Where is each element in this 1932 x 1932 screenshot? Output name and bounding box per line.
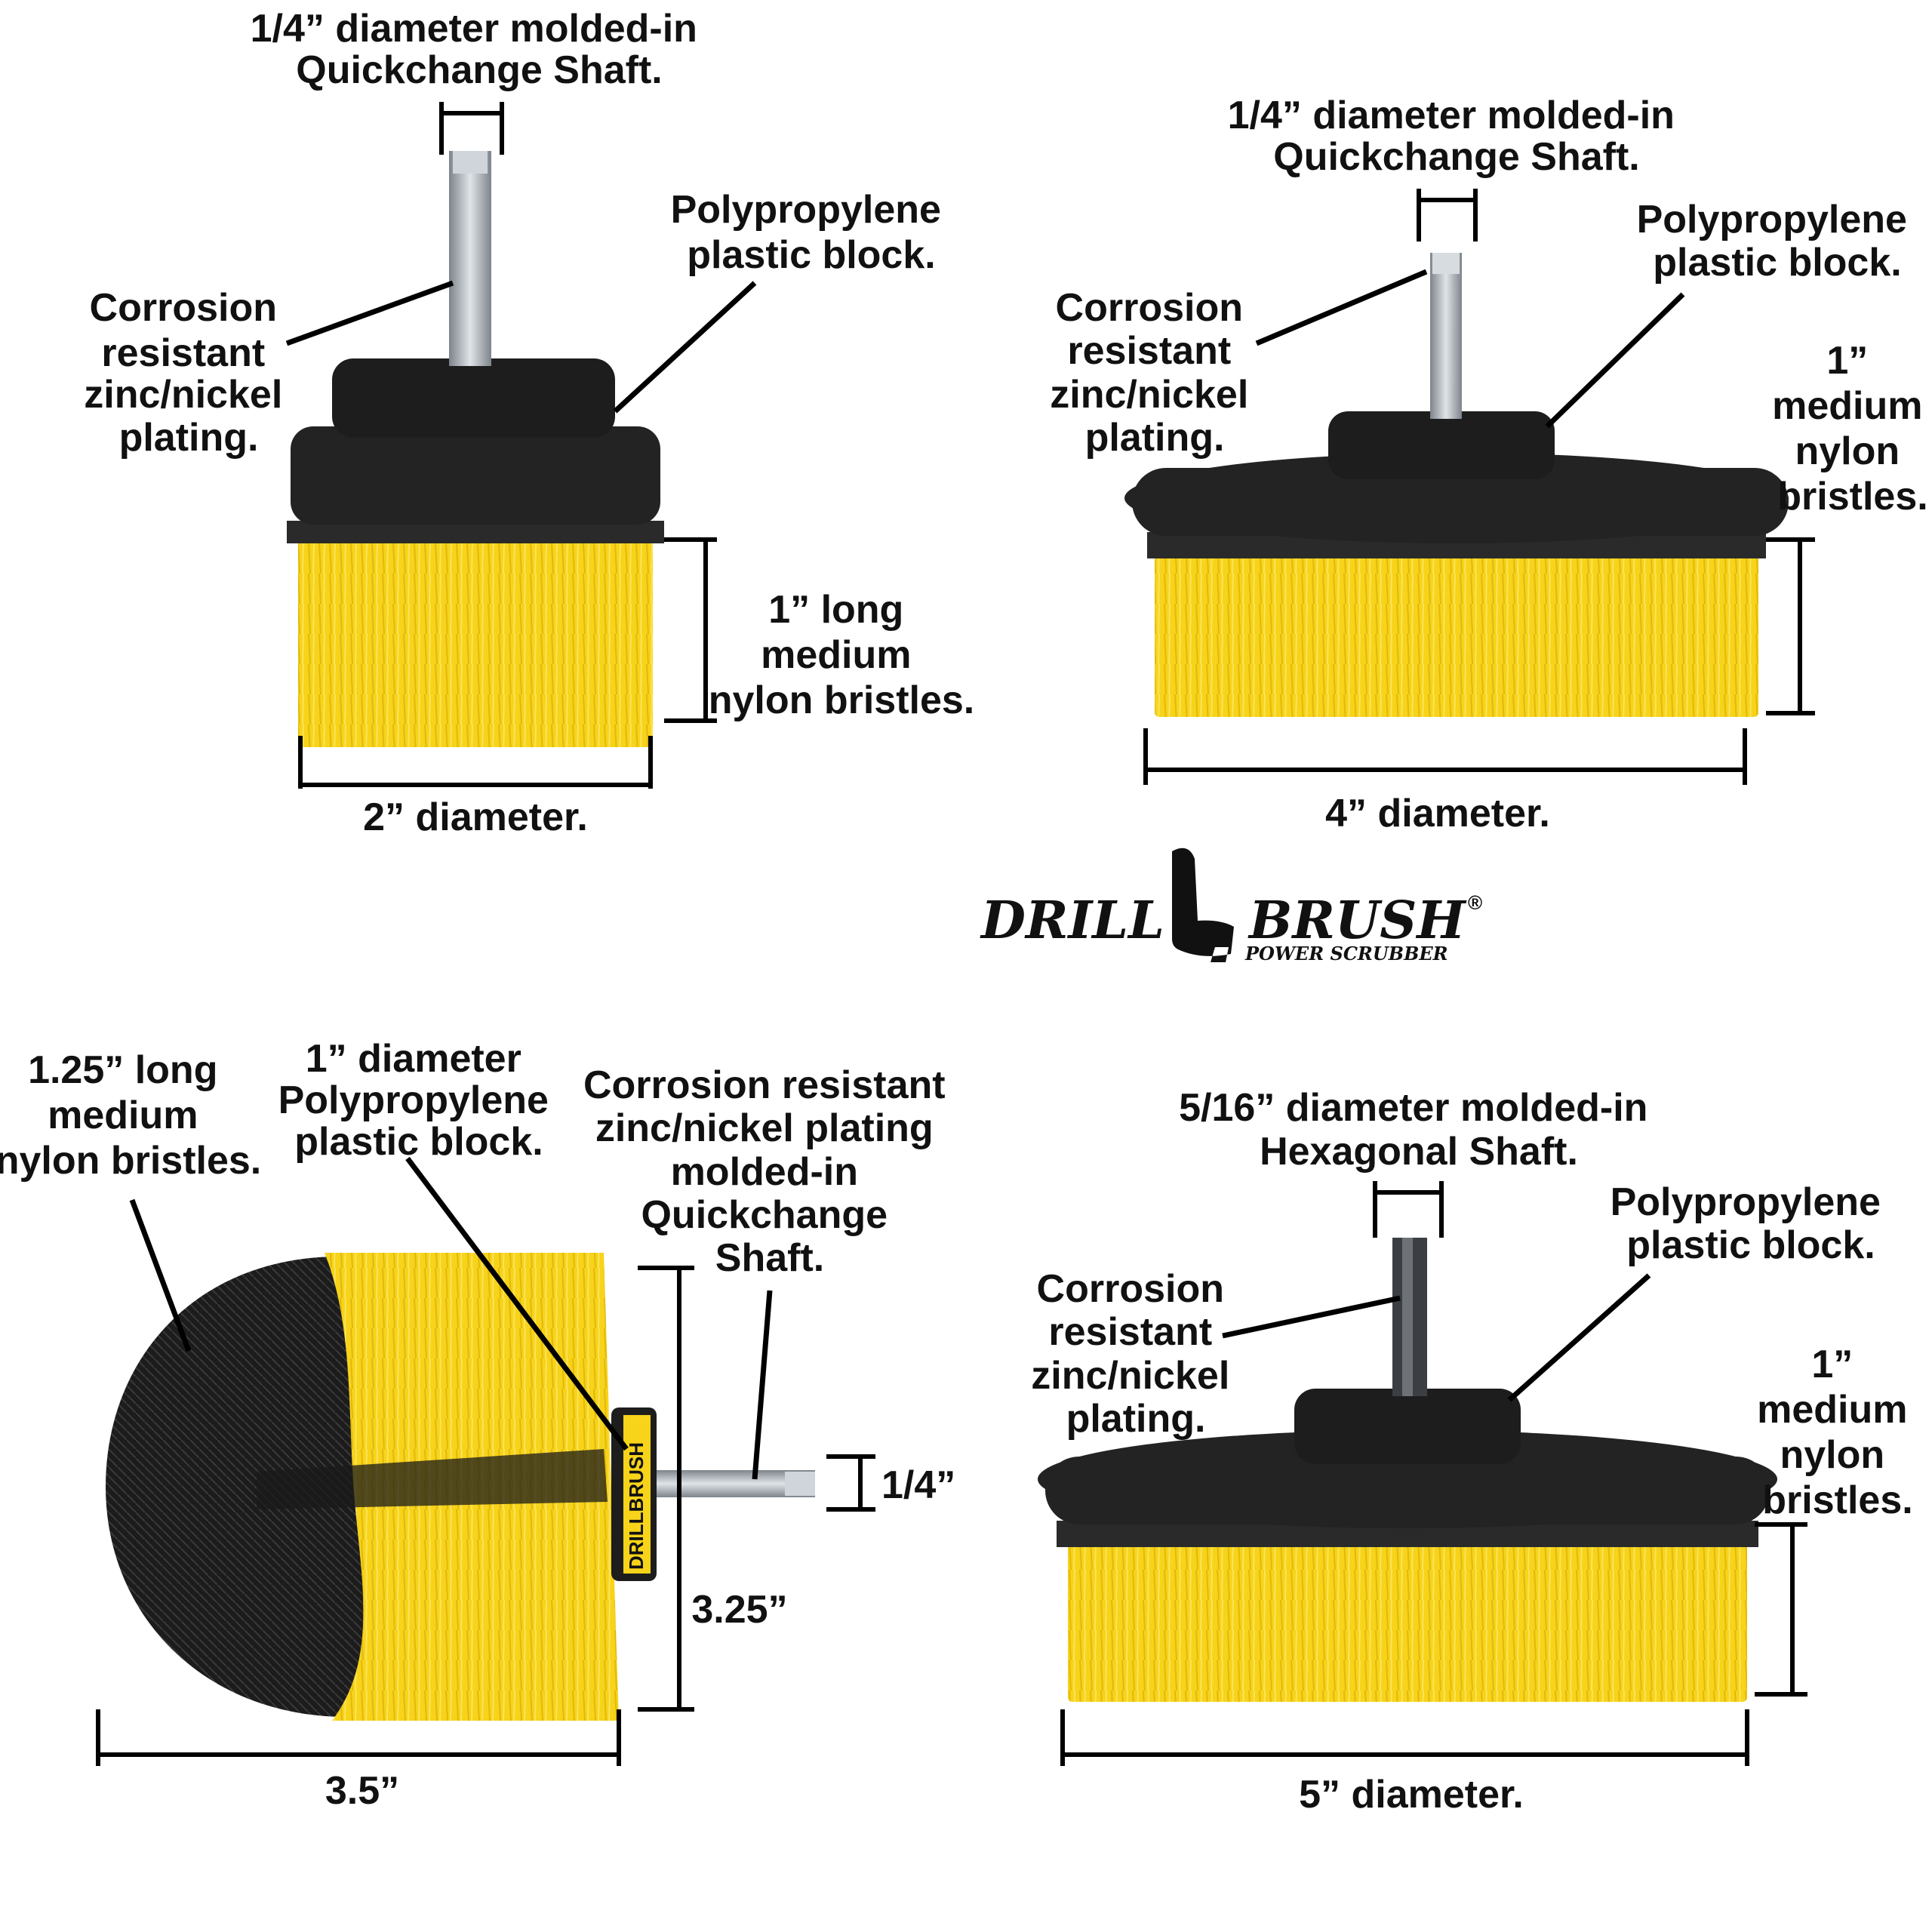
brush-round-width-label: 3.5” [325,1769,399,1813]
brush-5in-width-bracket [1060,1709,1749,1766]
brush-5in-height-bracket [1755,1522,1807,1697]
logo-tagline: POWER SCRUBBER [1244,943,1448,964]
brush-4in-plating-leader [1255,269,1428,346]
brush-5in-plating-leader [1222,1295,1401,1339]
brush-4in-bristles [1155,543,1758,717]
brush-2in-bristles [298,528,653,747]
brush-2in-shaft-bracket [439,102,504,155]
brush-round-shaft-leader [752,1290,773,1480]
logo-registered-mark: ® [1468,891,1482,914]
brush-round-side-print: DRILLBRUSH [625,1442,648,1570]
brush-2in-shaft-label: 1/4” diameter molded-in Quickchange Shaf… [251,7,709,92]
brush-4in-shaft-tip [1432,253,1460,274]
brush-4in-block-upper [1328,411,1555,479]
brush-round-bristle-leader [129,1198,192,1352]
brush-round-group: DRILLBRUSH 1.25” long medium nylon brist… [0,1037,956,1813]
brush-round-black-bristles [106,1257,377,1717]
logo-text-brush: BRUSH [1247,891,1467,951]
drillbrush-logo: DRILL BRUSH ® POWER SCRUBBER [980,848,1482,964]
brush-5in-diameter-label: 5” diameter. [1299,1773,1524,1817]
brush-2in-block-leader [613,281,757,414]
brush-2in-group: 1/4” diameter molded-in Quickchange Shaf… [84,7,974,839]
brush-2in-height-bracket [664,537,717,723]
brush-4in-block-lower-body [1132,468,1789,536]
brush-4in-block-leader [1545,292,1685,429]
brush-2in-diameter-label: 2” diameter. [363,795,588,839]
brush-round-shaft-bracket [826,1454,875,1512]
brush-2in-width-bracket [298,736,653,789]
brush-5in-block-label: Polypropylene plastic block. [1611,1180,1892,1267]
brush-5in-shaft-label: 5/16” diameter molded-in Hexagonal Shaft… [1179,1086,1659,1174]
brush-round-width-bracket [96,1709,621,1766]
brush-4in-diameter-label: 4” diameter. [1325,792,1550,835]
brush-5in-plating-label: Corrosion resistant zinc/nickel plating. [1031,1267,1240,1441]
brush-2in-block-lower [291,426,660,525]
brush-round-block-leader [405,1156,629,1451]
brush-5in-shaft-face [1402,1238,1413,1396]
brush-4in-height-bracket [1766,537,1815,715]
brush-4in-group: 1/4” diameter molded-in Quickchange Shaf… [1050,94,1932,835]
logo-text-drill: DRILL [980,891,1164,951]
brush-2in-shaft [449,151,491,366]
brush-round-bristle-label: 1.25” long medium nylon bristles. [0,1048,261,1183]
brush-5in-group: 5/16” diameter molded-in Hexagonal Shaft… [1031,1086,1918,1817]
brush-4in-width-bracket [1143,728,1747,785]
drill-icon [1172,848,1234,962]
brush-2in-shaft-tip [453,151,488,174]
brush-5in-block-leader [1507,1273,1651,1402]
brush-4in-plating-label: Corrosion resistant zinc/nickel plating. [1050,286,1259,460]
brush-5in-block-upper [1294,1389,1521,1464]
brush-4in-block-label: Polypropylene plastic block. [1637,198,1918,285]
brush-5in-block-lower-body [1045,1457,1770,1524]
brush-2in-plating-label: Corrosion resistant zinc/nickel plating. [84,286,293,460]
brush-2in-block-upper [332,358,615,438]
brush-2in-bristle-label: 1” long medium nylon bristles. [709,588,975,722]
brush-4in-shaft [1430,253,1462,419]
brush-2in-block-label: Polypropylene plastic block. [671,188,952,277]
brush-round-shaft-label: Corrosion resistant zinc/nickel plating … [583,1063,956,1280]
brush-round-label-band [623,1415,651,1574]
brush-4in-shaft-bracket [1417,189,1478,242]
brush-5in-shaft-bracket [1373,1181,1444,1238]
brush-round-core [257,1449,608,1509]
brush-4in-bristle-label: 1” medium nylon bristles. [1772,339,1932,518]
brush-round-block-label: 1” diameter Polypropylene plastic block. [278,1037,560,1164]
brush-round-shaft-tip [785,1472,815,1496]
brush-round-shaft-size-label: 1/4” [881,1463,955,1507]
brush-4in-shaft-label: 1/4” diameter molded-in Quickchange Shaf… [1228,94,1686,179]
brush-5in-bristle-label: 1” medium nylon bristles. [1757,1343,1918,1522]
brush-round-height-bracket [638,1266,694,1712]
brush-2in-plating-leader [285,280,454,346]
brush-round-height-label: 3.25” [691,1588,787,1632]
brush-5in-bristles [1068,1540,1747,1702]
